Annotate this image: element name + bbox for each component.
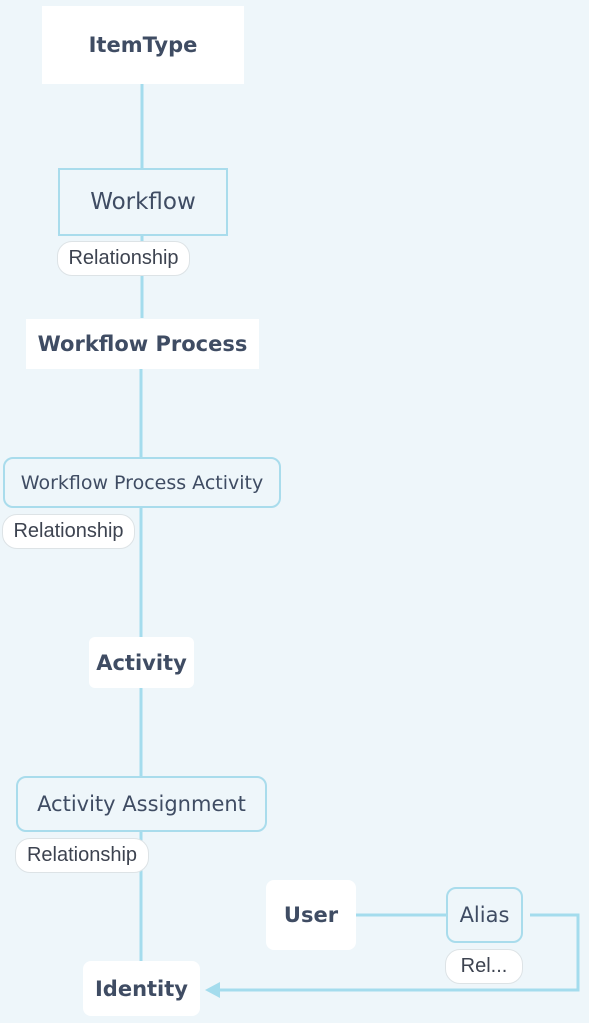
node-itemtype-label: ItemType [88, 33, 198, 57]
node-user[interactable]: User [266, 880, 356, 950]
node-alias-label: Alias [459, 903, 510, 927]
relationship-badge-workflow[interactable]: Relationship [57, 241, 190, 276]
relationship-badge-alias-label: Rel... [460, 955, 508, 977]
node-activity[interactable]: Activity [89, 637, 194, 688]
node-activity-label: Activity [96, 650, 187, 675]
alias-identity-arrowhead [205, 982, 220, 998]
node-workflow-process-activity-label: Workflow Process Activity [20, 471, 264, 494]
node-workflow-process-activity[interactable]: Workflow Process Activity [3, 457, 281, 508]
relationship-badge-workflow-process-activity-label: Relationship [13, 520, 124, 542]
node-activity-assignment-label: Activity Assignment [37, 792, 246, 816]
node-alias[interactable]: Alias [446, 887, 523, 943]
node-workflow[interactable]: Workflow [58, 168, 228, 236]
node-identity-label: Identity [94, 976, 188, 1001]
relationship-badge-activity-assignment[interactable]: Relationship [15, 838, 149, 873]
node-workflow-label: Workflow [90, 189, 196, 215]
alias-identity-connector [218, 913, 580, 992]
node-user-label: User [283, 903, 339, 927]
node-workflow-process-label: Workflow Process [37, 332, 248, 356]
node-itemtype[interactable]: ItemType [42, 6, 244, 84]
node-activity-assignment[interactable]: Activity Assignment [16, 776, 267, 832]
relationship-badge-workflow-label: Relationship [68, 247, 179, 269]
relationship-badge-alias[interactable]: Rel... [445, 949, 523, 984]
relationship-badge-activity-assignment-label: Relationship [26, 844, 138, 866]
node-workflow-process[interactable]: Workflow Process [26, 319, 259, 369]
relationship-badge-workflow-process-activity[interactable]: Relationship [2, 514, 135, 549]
node-identity[interactable]: Identity [83, 961, 200, 1016]
